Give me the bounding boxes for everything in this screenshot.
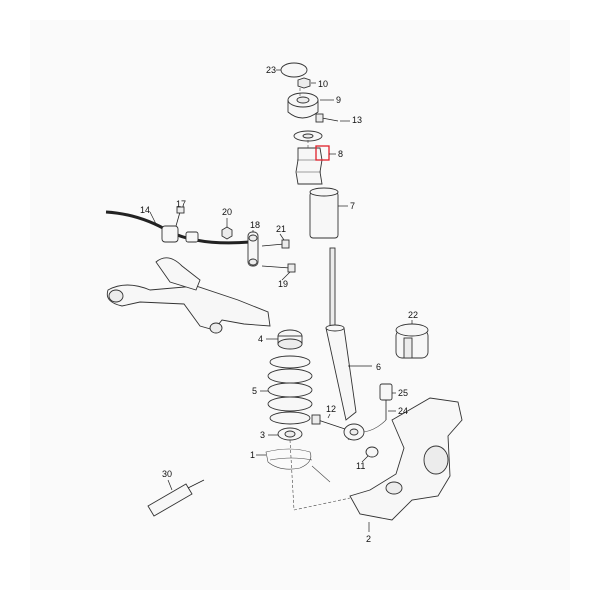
part-wheel-carrier[interactable] bbox=[349, 397, 463, 521]
part-nut-20[interactable] bbox=[221, 226, 233, 240]
part-tool[interactable] bbox=[147, 479, 205, 517]
callout-label-20[interactable]: 20 bbox=[222, 207, 232, 217]
part-spring-pad[interactable] bbox=[265, 448, 331, 483]
callout-label-10[interactable]: 10 bbox=[318, 79, 328, 89]
callout-label-23[interactable]: 23 bbox=[266, 65, 276, 75]
part-sensor[interactable] bbox=[379, 383, 393, 420]
callout-label-24[interactable]: 24 bbox=[398, 406, 408, 416]
callout-label-14[interactable]: 14 bbox=[140, 205, 150, 215]
callout-label-22[interactable]: 22 bbox=[408, 310, 418, 320]
highlight-box bbox=[315, 145, 330, 161]
part-washer[interactable] bbox=[293, 130, 323, 142]
callout-label-12[interactable]: 12 bbox=[326, 404, 336, 414]
callout-leader-30 bbox=[167, 479, 173, 491]
part-bolt-12[interactable] bbox=[311, 414, 349, 431]
part-bolt-13[interactable] bbox=[315, 113, 339, 123]
callout-label-11[interactable]: 11 bbox=[356, 461, 365, 471]
callout-label-5[interactable]: 5 bbox=[252, 386, 257, 396]
callout-label-1[interactable]: 1 bbox=[250, 450, 255, 460]
part-coil-spring[interactable] bbox=[267, 355, 313, 425]
part-bump-stop[interactable] bbox=[295, 147, 323, 185]
callout-leader-19 bbox=[281, 271, 291, 281]
callout-label-30[interactable]: 30 bbox=[162, 469, 172, 479]
part-shock-absorber[interactable] bbox=[325, 247, 357, 421]
part-stabilizer-bar[interactable] bbox=[105, 210, 251, 245]
part-lower-control-arm[interactable] bbox=[106, 257, 271, 334]
part-bushing[interactable] bbox=[395, 323, 429, 359]
part-cap[interactable] bbox=[280, 62, 308, 78]
callout-leader-11 bbox=[361, 455, 369, 463]
callout-label-8[interactable]: 8 bbox=[338, 149, 343, 159]
callout-leader-12 bbox=[327, 413, 331, 419]
part-small-bushing[interactable] bbox=[365, 446, 379, 458]
part-top-mount[interactable] bbox=[287, 92, 319, 119]
callout-leader-21 bbox=[279, 233, 285, 241]
callout-label-18[interactable]: 18 bbox=[250, 220, 260, 230]
callout-label-21[interactable]: 21 bbox=[276, 224, 286, 234]
callout-label-13[interactable]: 13 bbox=[352, 115, 362, 125]
assembly-lines bbox=[289, 88, 351, 511]
part-bolt-19[interactable] bbox=[261, 263, 296, 273]
callout-label-2[interactable]: 2 bbox=[366, 534, 371, 544]
callout-label-19[interactable]: 19 bbox=[278, 279, 288, 289]
callout-label-25[interactable]: 25 bbox=[398, 388, 408, 398]
callout-label-4[interactable]: 4 bbox=[258, 334, 263, 344]
part-dust-cover[interactable] bbox=[309, 187, 339, 239]
callout-label-9[interactable]: 9 bbox=[336, 95, 341, 105]
part-spring-seat[interactable] bbox=[277, 329, 303, 350]
part-lower-spring-seat[interactable] bbox=[277, 427, 303, 441]
part-bolt-21[interactable] bbox=[261, 239, 290, 249]
part-bolt-17[interactable] bbox=[175, 206, 185, 227]
part-coupling-rod[interactable] bbox=[247, 231, 259, 267]
part-nut[interactable] bbox=[297, 77, 311, 89]
callout-leader-14 bbox=[149, 211, 157, 225]
part-shock-lower-eye[interactable] bbox=[343, 423, 365, 441]
callout-label-3[interactable]: 3 bbox=[260, 430, 265, 440]
callout-label-6[interactable]: 6 bbox=[376, 362, 381, 372]
callout-label-17[interactable]: 17 bbox=[176, 199, 186, 209]
callout-label-7[interactable]: 7 bbox=[350, 201, 355, 211]
